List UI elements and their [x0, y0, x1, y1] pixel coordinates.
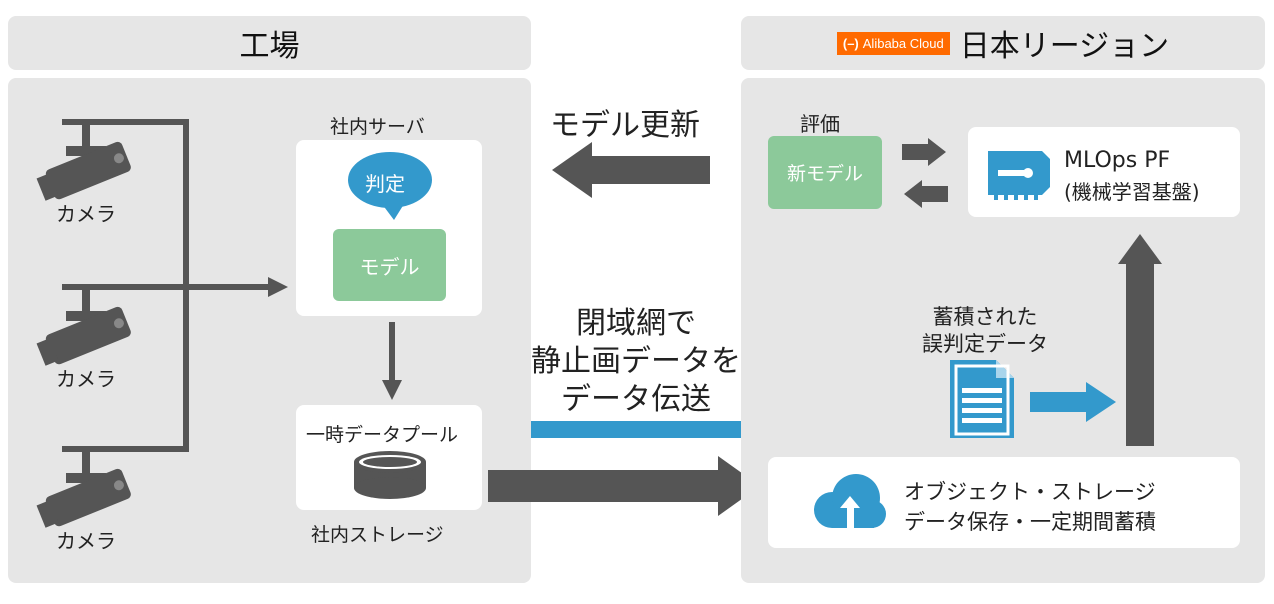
new-model-box: 新モデル: [768, 136, 882, 209]
accum-line-2: 誤判定データ: [922, 332, 1048, 356]
transfer-line-1: 閉域網で: [576, 306, 696, 341]
factory-header: 工場: [8, 16, 531, 70]
camera-3: カメラ: [30, 445, 140, 555]
camera-icon: [36, 287, 131, 366]
document-icon: [950, 360, 1014, 438]
server-label: 社内サーバ: [330, 116, 425, 138]
factory-header-title: 工場: [239, 29, 300, 64]
eval-arrows: [902, 138, 948, 208]
new-model-label: 新モデル: [786, 163, 863, 185]
alibaba-brand-text: Alibaba Cloud: [862, 35, 944, 51]
alibaba-logo-mark: (–): [842, 35, 859, 51]
camera-label: カメラ: [56, 202, 116, 226]
camera-icon: [36, 122, 131, 201]
mlops-title: MLOps PF: [1064, 148, 1171, 173]
mlops-subtitle: (機械学習基盤): [1064, 180, 1200, 204]
model-update-label: モデル更新: [550, 108, 700, 143]
upload-arrow: [488, 456, 760, 516]
model-label: モデル: [359, 254, 420, 279]
accum-text: 蓄積された 誤判定データ: [905, 304, 1065, 358]
oss-line-1: オブジェクト・ストレージ: [904, 480, 1156, 504]
cloud-header: (–) Alibaba Cloud 日本リージョン: [741, 16, 1265, 70]
camera-label: カメラ: [56, 529, 116, 553]
database-icon: [354, 451, 426, 499]
transfer-line-2: 静止画データを: [531, 344, 741, 379]
cloud-upload-icon: [814, 474, 886, 530]
closed-network-bar: [531, 421, 742, 438]
camera-label: カメラ: [56, 367, 116, 391]
data-to-storage-arrow: [1030, 382, 1116, 422]
alibaba-logo: (–) Alibaba Cloud: [836, 31, 950, 55]
model-box: モデル: [333, 229, 446, 301]
eval-label: 評価: [800, 112, 840, 136]
model-update-arrow: [552, 142, 710, 198]
pool-label: 一時データプール: [306, 424, 459, 446]
up-arrow: [1118, 234, 1162, 446]
judge-label: 判定: [365, 172, 405, 196]
accum-line-1: 蓄積された: [932, 305, 1038, 329]
speech-bubble-icon: [348, 152, 432, 220]
chip-icon: [988, 151, 1050, 200]
transfer-text: 閉域網で 静止画データを データ伝送: [531, 305, 741, 419]
camera-1: カメラ: [30, 118, 140, 228]
down-arrow: [382, 322, 402, 400]
camera-icon: [36, 449, 131, 528]
storage-label: 社内ストレージ: [311, 524, 444, 546]
oss-line-2: データ保存・一定期間蓄積: [904, 510, 1156, 534]
camera-2: カメラ: [30, 283, 140, 393]
cloud-header-title: 日本リージョン: [959, 29, 1170, 64]
transfer-line-3: データ伝送: [561, 382, 711, 417]
